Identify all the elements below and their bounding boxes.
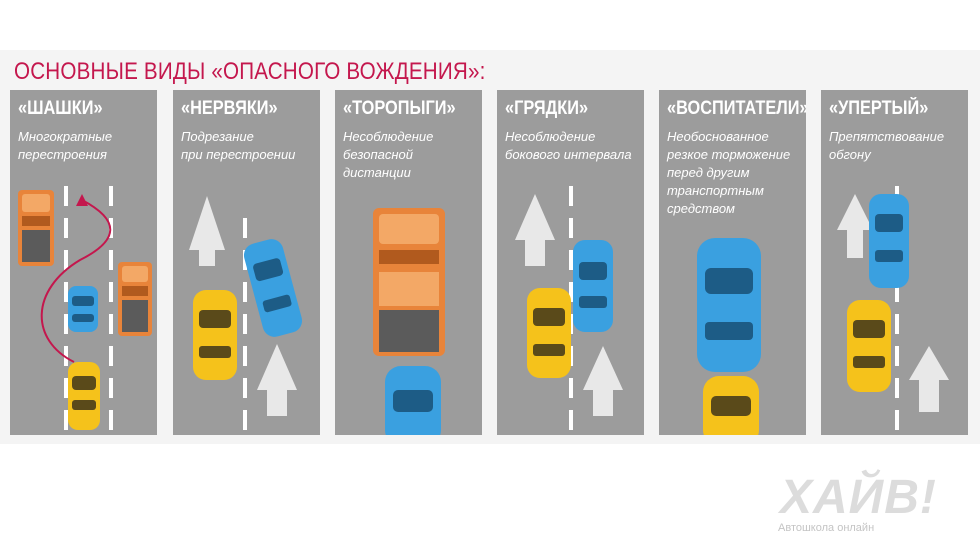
panel-description: Необоснованное резкое торможение перед д…	[667, 129, 791, 216]
car-blue-icon	[697, 238, 761, 372]
panel-vospitateli-scene	[697, 238, 761, 435]
infographic-title: ОСНОВНЫЕ ВИДЫ «ОПАСНОГО ВОЖДЕНИЯ»:	[14, 58, 486, 85]
up-arrow-icon	[583, 346, 623, 416]
panel-description: Многократные перестроения	[18, 129, 113, 162]
top-strip	[0, 0, 980, 50]
truck-icon	[18, 190, 54, 266]
panel-name: «ВОСПИТАТЕЛИ»	[667, 98, 806, 119]
panel-upertyi-scene	[837, 186, 949, 430]
logo: ХАЙВ! Автошкола онлайн	[776, 470, 966, 540]
panel-upertyi: «УПЕРТЫЙ» Препятствование обгону	[821, 90, 968, 435]
panel-toropygi-scene	[373, 208, 445, 435]
up-arrow-icon	[909, 346, 949, 412]
car-blue-icon	[243, 239, 303, 337]
panel-name: «ГРЯДКИ»	[505, 98, 589, 119]
car-blue-icon	[385, 366, 441, 435]
car-blue-icon	[869, 194, 909, 288]
up-arrow-icon	[515, 194, 555, 266]
car-yellow-icon	[68, 362, 100, 430]
logo-brand: ХАЙВ!	[780, 471, 937, 524]
panel-name: «УПЕРТЫЙ»	[829, 98, 929, 119]
truck-icon	[373, 208, 445, 356]
panel-vospitateli: «ВОСПИТАТЕЛИ» Необоснованное резкое торм…	[659, 90, 806, 435]
panel-description: Несоблюдение безопасной дистанции	[343, 129, 434, 180]
car-yellow-icon	[527, 288, 571, 378]
panel-gryadki-scene	[515, 186, 623, 430]
up-arrow-icon	[257, 344, 297, 416]
arrow-head-icon	[76, 194, 88, 206]
car-yellow-icon	[847, 300, 891, 392]
logo-tagline: Автошкола онлайн	[778, 522, 875, 534]
panel-toropygi: «ТОРОПЫГИ» Несоблюдение безопасной диста…	[335, 90, 482, 435]
panel-shashki-scene	[18, 186, 152, 430]
panel-gryadki: «ГРЯДКИ» Несоблюдение бокового интервала	[497, 90, 644, 435]
panel-nervyaki-scene	[189, 196, 303, 430]
car-yellow-icon	[703, 376, 759, 435]
weaving-arrow-icon	[40, 199, 112, 363]
car-blue-icon	[68, 286, 98, 332]
infographic-banner	[0, 50, 980, 444]
panel-name: «ТОРОПЫГИ»	[343, 98, 456, 119]
up-arrow-icon	[837, 194, 873, 258]
panel-nervyaki: «НЕРВЯКИ» Подрезание при перестроении	[173, 90, 320, 435]
truck-icon	[118, 262, 152, 336]
panel-name: «НЕРВЯКИ»	[181, 98, 278, 119]
up-arrow-icon	[189, 196, 225, 266]
car-blue-icon	[573, 240, 613, 332]
panel-shashki: «ШАШКИ» Многократные перестроения	[10, 90, 157, 435]
panel-description: Несоблюдение бокового интервала	[505, 129, 632, 162]
car-yellow-icon	[193, 290, 237, 380]
panel-description: Препятствование обгону	[829, 129, 945, 162]
panel-name: «ШАШКИ»	[18, 98, 103, 119]
panel-description: Подрезание при перестроении	[181, 129, 296, 162]
